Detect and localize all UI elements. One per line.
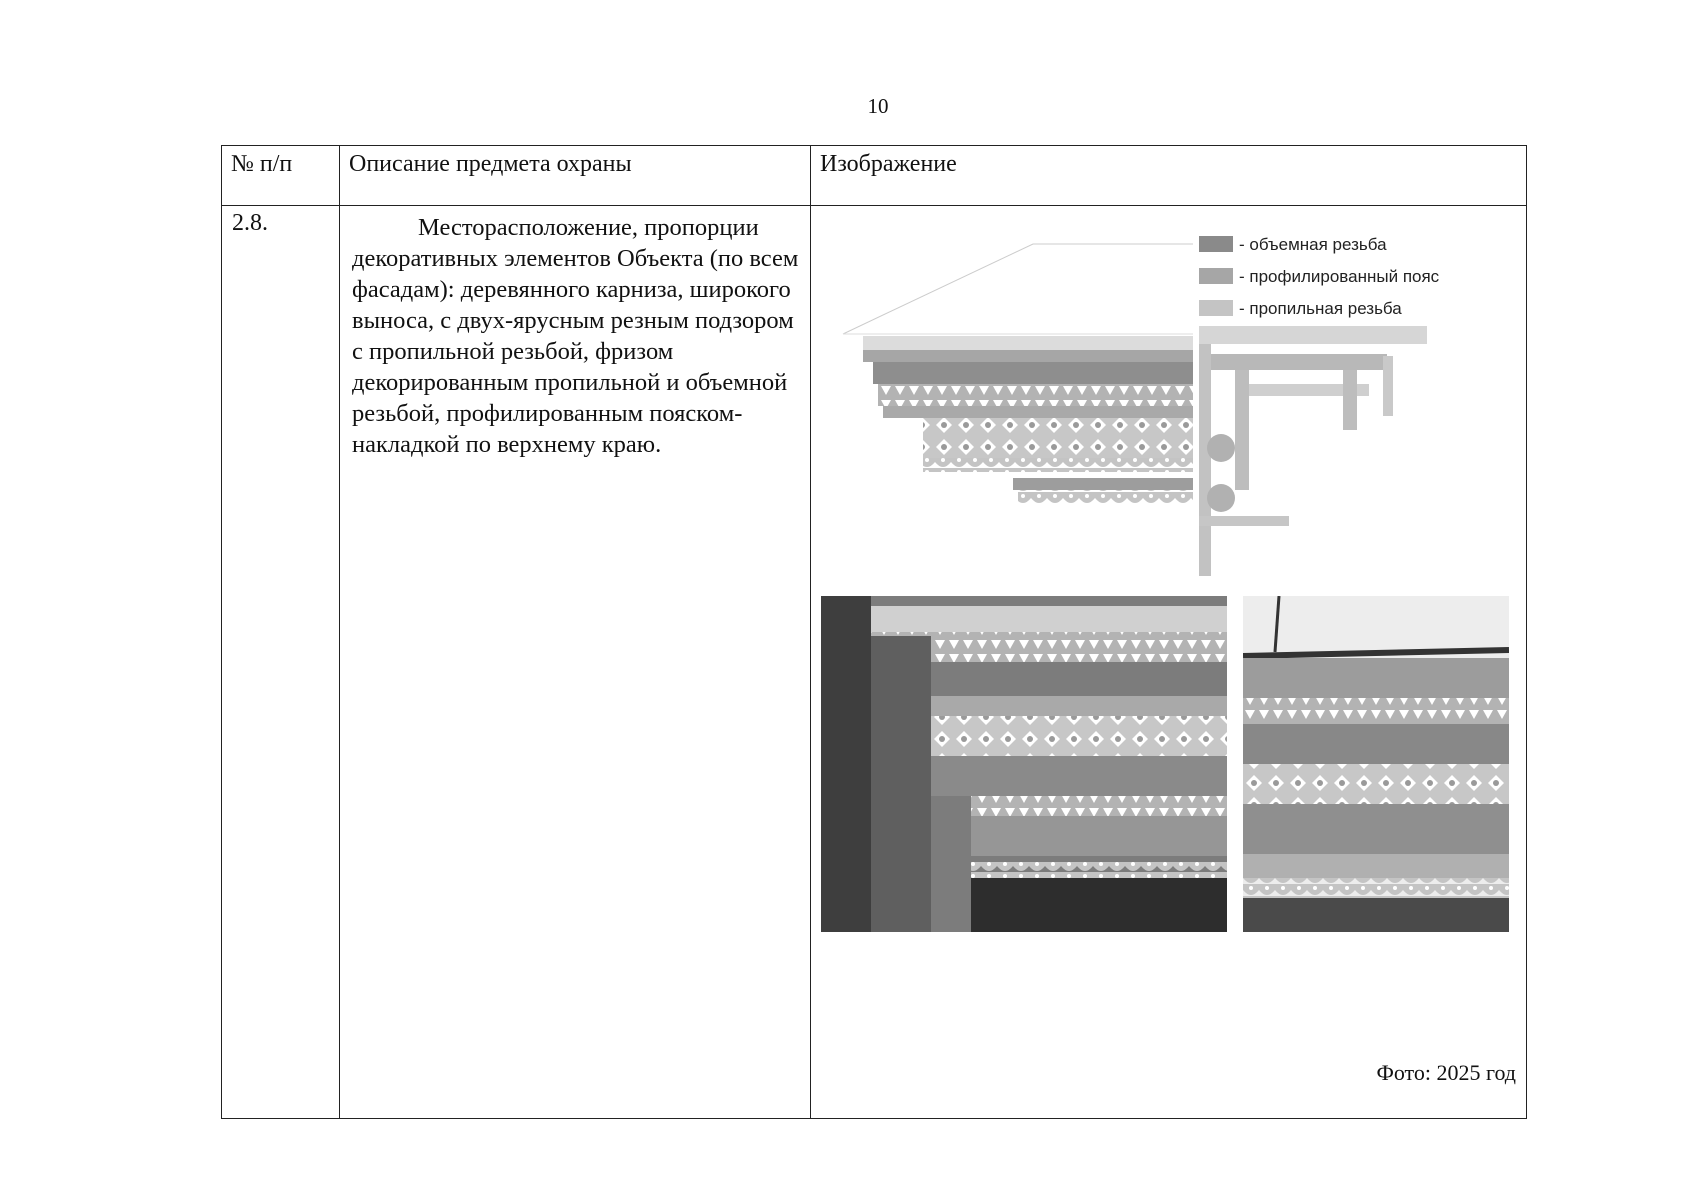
- legend-swatch-volumetric: [1199, 236, 1233, 252]
- legend-label-fretwork: - пропильная резьба: [1239, 299, 1402, 318]
- row-number: 2.8.: [221, 205, 340, 1119]
- cornice-photo-corner: [821, 596, 1227, 932]
- header-image: Изображение: [810, 145, 1527, 206]
- page-number: 10: [867, 94, 889, 118]
- cornice-diagram: - объемная резьба - профилированный пояс…: [842, 235, 1440, 576]
- cornice-photo-front: [1243, 596, 1509, 932]
- row-image-cell: - объемная резьба - профилированный пояс…: [810, 205, 1527, 1119]
- legend-swatch-fretwork: [1199, 300, 1233, 316]
- table-header-row: № п/п Описание предмета охраны Изображен…: [221, 145, 1527, 206]
- header-description: Описание предмета охраны: [339, 145, 811, 206]
- row-description: Месторасположение, пропорции декоративны…: [339, 205, 811, 1119]
- legend-label-volumetric: - объемная резьба: [1239, 235, 1387, 254]
- legend-label-profiled: - профилированный пояс: [1239, 267, 1440, 286]
- legend-swatch-profiled: [1199, 268, 1233, 284]
- table-row: 2.8. Месторасположение, пропорции декора…: [221, 205, 1527, 1119]
- photo-caption: Фото: 2025 год: [1376, 1060, 1516, 1085]
- header-number: № п/п: [221, 145, 340, 206]
- protection-table: № п/п Описание предмета охраны Изображен…: [221, 145, 1527, 1119]
